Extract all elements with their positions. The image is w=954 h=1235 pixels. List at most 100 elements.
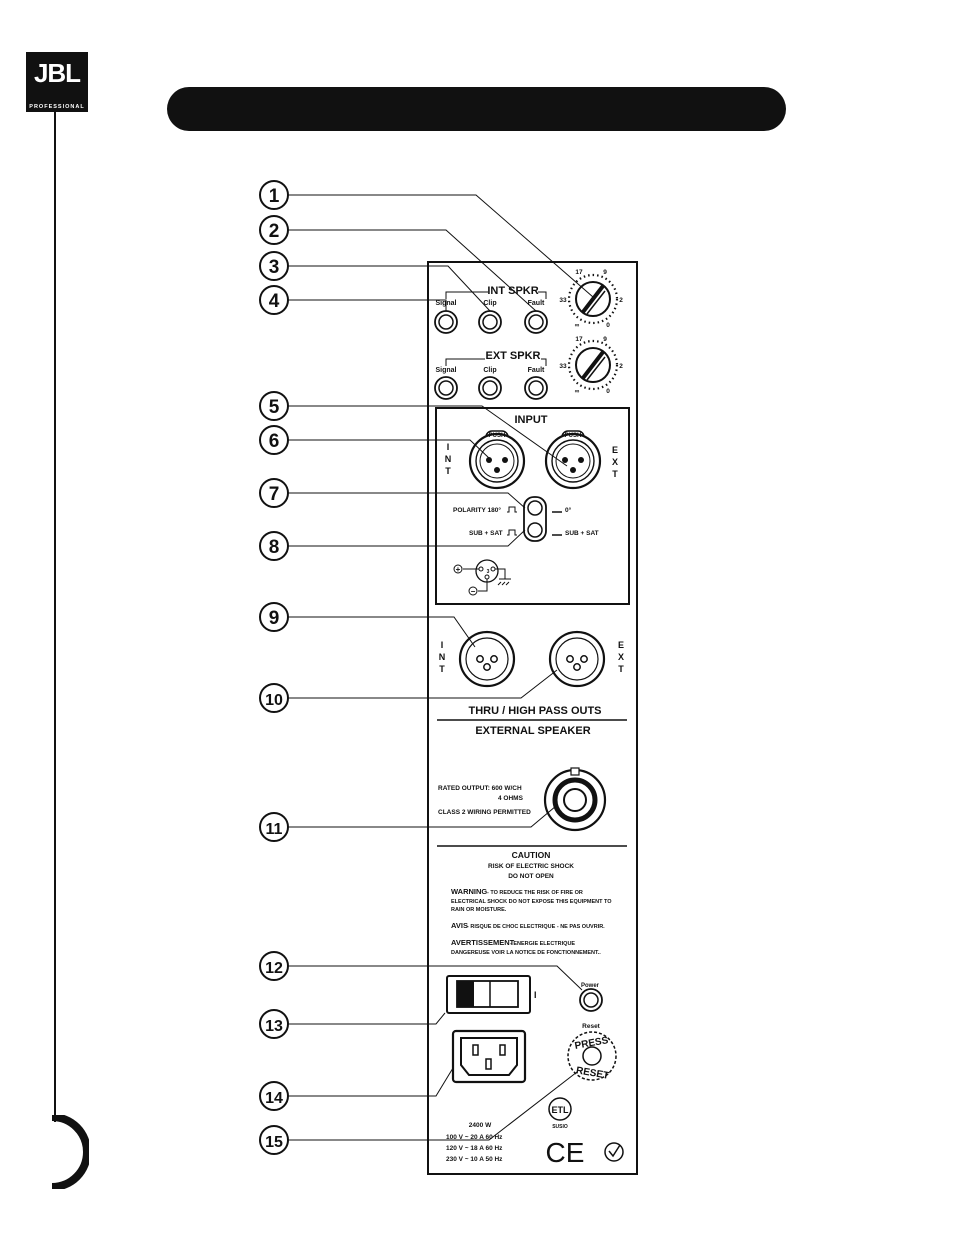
- callout-markers: 1 2 3 4 5 6 7 8 9 10 11 12 13 14 15: [259, 180, 289, 1155]
- callout-8: 8: [259, 531, 289, 561]
- reset-circuit-breaker-button[interactable]: Reset PRESS RESET: [567, 1023, 617, 1082]
- etl-sub: SUSIO: [552, 1124, 568, 1130]
- caution-line1: RISK OF ELECTRIC SHOCK: [488, 863, 574, 870]
- thru-ext-letter-e: E: [618, 640, 624, 650]
- ext-dial-0: 0: [606, 388, 610, 395]
- callout-4: 4: [259, 285, 289, 315]
- title-bar: [167, 87, 786, 131]
- int-input-combo-jack[interactable]: PUSH: [468, 429, 526, 490]
- polarity-switch[interactable]: [527, 500, 543, 516]
- int-spkr-title: INT SPKR: [487, 285, 538, 297]
- ext-level-knob[interactable]: 17 9 33 2 ∞ 0: [559, 336, 623, 395]
- page-corner-mark: [51, 1115, 89, 1189]
- svg-text:14: 14: [265, 1090, 283, 1107]
- callout-10: 10: [259, 683, 289, 713]
- warning-text-3: RAIN OR MOISTURE.: [451, 907, 507, 913]
- thru-title: THRU / HIGH PASS OUTS: [468, 705, 601, 717]
- input-title: INPUT: [515, 414, 548, 426]
- speakon-output-connector[interactable]: [543, 767, 607, 832]
- rear-panel-outline: [427, 261, 638, 1175]
- power-switch[interactable]: I: [446, 975, 537, 1014]
- sub-sat-switch[interactable]: [527, 522, 543, 538]
- ce-mark-icon: CE: [546, 1137, 585, 1168]
- callout-12: 12: [259, 951, 289, 981]
- callout-3: 3: [259, 251, 289, 281]
- switch-up-icon: [507, 506, 517, 513]
- logo-subtitle: PROFESSIONAL: [29, 104, 85, 110]
- sub-sat-left-label: SUB + SAT: [469, 530, 503, 537]
- xlr-wiring-diagram-icon: + − 3: [453, 559, 511, 596]
- power-led: [579, 988, 603, 1012]
- ext-push-label: PUSH: [565, 433, 582, 439]
- int-dial-2: 2: [619, 297, 623, 304]
- input-ext-letter-e: E: [612, 445, 618, 455]
- svg-text:11: 11: [266, 821, 283, 838]
- thru-outputs-section: I N T E X T THRU / HIGH PASS OUTS: [437, 630, 627, 721]
- svg-text:6: 6: [269, 431, 280, 452]
- etl-mark: ETL: [552, 1105, 570, 1115]
- ext-dial-infinity: ∞: [575, 388, 580, 395]
- thru-int-letter-i: I: [441, 640, 444, 650]
- callout-5: 5: [259, 391, 289, 421]
- ac-power-inlet[interactable]: [451, 1029, 527, 1084]
- callout-9: 9: [259, 602, 289, 632]
- rated-output-label: RATED OUTPUT: 600 W/CH: [438, 785, 522, 792]
- ext-spkr-section: EXT SPKR Signal Clip Fault: [434, 350, 548, 400]
- ext-input-combo-jack[interactable]: PUSH: [544, 429, 602, 490]
- input-ext-letter-x: X: [612, 457, 618, 467]
- warning-label: WARNING: [451, 887, 487, 896]
- ext-dial-9: 9: [603, 336, 607, 343]
- avertissement-text-2: DANGEREUSE VOIR LA NOTICE DE FONCTIONNEM…: [451, 950, 601, 956]
- callout-15: 15: [259, 1125, 289, 1155]
- margin-rule: [54, 112, 56, 1122]
- ext-clip-label: Clip: [483, 367, 496, 374]
- svg-text:15: 15: [265, 1134, 283, 1151]
- avertissement-label: AVERTISSEMENT: [451, 938, 515, 947]
- input-int-letter-t: T: [445, 466, 451, 476]
- svg-text:8: 8: [269, 537, 280, 558]
- callout-7: 7: [259, 478, 289, 508]
- caution-title: CAUTION: [512, 850, 551, 860]
- int-dial-infinity: ∞: [575, 322, 580, 329]
- rating-line-2: 120 V ~ 18 A 60 Hz: [446, 1145, 503, 1152]
- sub-sat-right-label: SUB + SAT: [565, 530, 599, 537]
- ext-fault-led: [524, 376, 548, 400]
- svg-text:9: 9: [269, 608, 280, 629]
- jbl-professional-logo: JBL PROFESSIONAL: [26, 52, 88, 112]
- rating-watts: 2400 W: [469, 1122, 492, 1129]
- int-dial-17: 17: [575, 269, 583, 276]
- callout-6: 6: [259, 425, 289, 455]
- switch-up-icon: [507, 529, 517, 536]
- int-clip-led: [478, 310, 502, 334]
- external-speaker-title: EXTERNAL SPEAKER: [475, 725, 590, 737]
- int-thru-xlr[interactable]: [458, 630, 516, 688]
- ext-signal-led: [434, 376, 458, 400]
- ext-spkr-title: EXT SPKR: [485, 350, 540, 362]
- callout-2: 2: [259, 215, 289, 245]
- ext-dial-33: 33: [559, 363, 567, 370]
- input-int-letter-i: I: [447, 442, 450, 452]
- input-int-letter-n: N: [445, 454, 452, 464]
- input-section: INPUT PUSH PUSH I N T E X T POLARITY 180…: [435, 407, 630, 605]
- rating-line-1: 100 V ~ 20 A 60 Hz: [446, 1134, 503, 1141]
- ext-dial-2: 2: [619, 363, 623, 370]
- int-level-knob[interactable]: 17 9 33 2 ∞ 0: [559, 269, 623, 329]
- thru-ext-letter-t: T: [618, 664, 624, 674]
- svg-text:5: 5: [269, 397, 280, 418]
- svg-text:3: 3: [269, 257, 280, 278]
- polarity-0-label: 0°: [565, 506, 572, 514]
- svg-text:12: 12: [265, 960, 283, 977]
- ext-clip-led: [478, 376, 502, 400]
- callout-14: 14: [259, 1081, 289, 1111]
- int-fault-label: Fault: [528, 300, 545, 307]
- wiring-pin-label: 3: [487, 569, 490, 575]
- avis-text: - RISQUE DE CHOC ELECTRIQUE - NE PAS OUV…: [467, 924, 605, 930]
- ext-thru-xlr[interactable]: [548, 630, 606, 688]
- int-clip-label: Clip: [483, 300, 496, 307]
- svg-text:7: 7: [269, 484, 280, 505]
- rating-line-3: 230 V ~ 10 A 50 Hz: [446, 1156, 503, 1163]
- int-push-label: PUSH: [489, 433, 506, 439]
- ohms-label: 4 OHMS: [498, 795, 524, 802]
- switch-on-mark: I: [534, 990, 537, 1000]
